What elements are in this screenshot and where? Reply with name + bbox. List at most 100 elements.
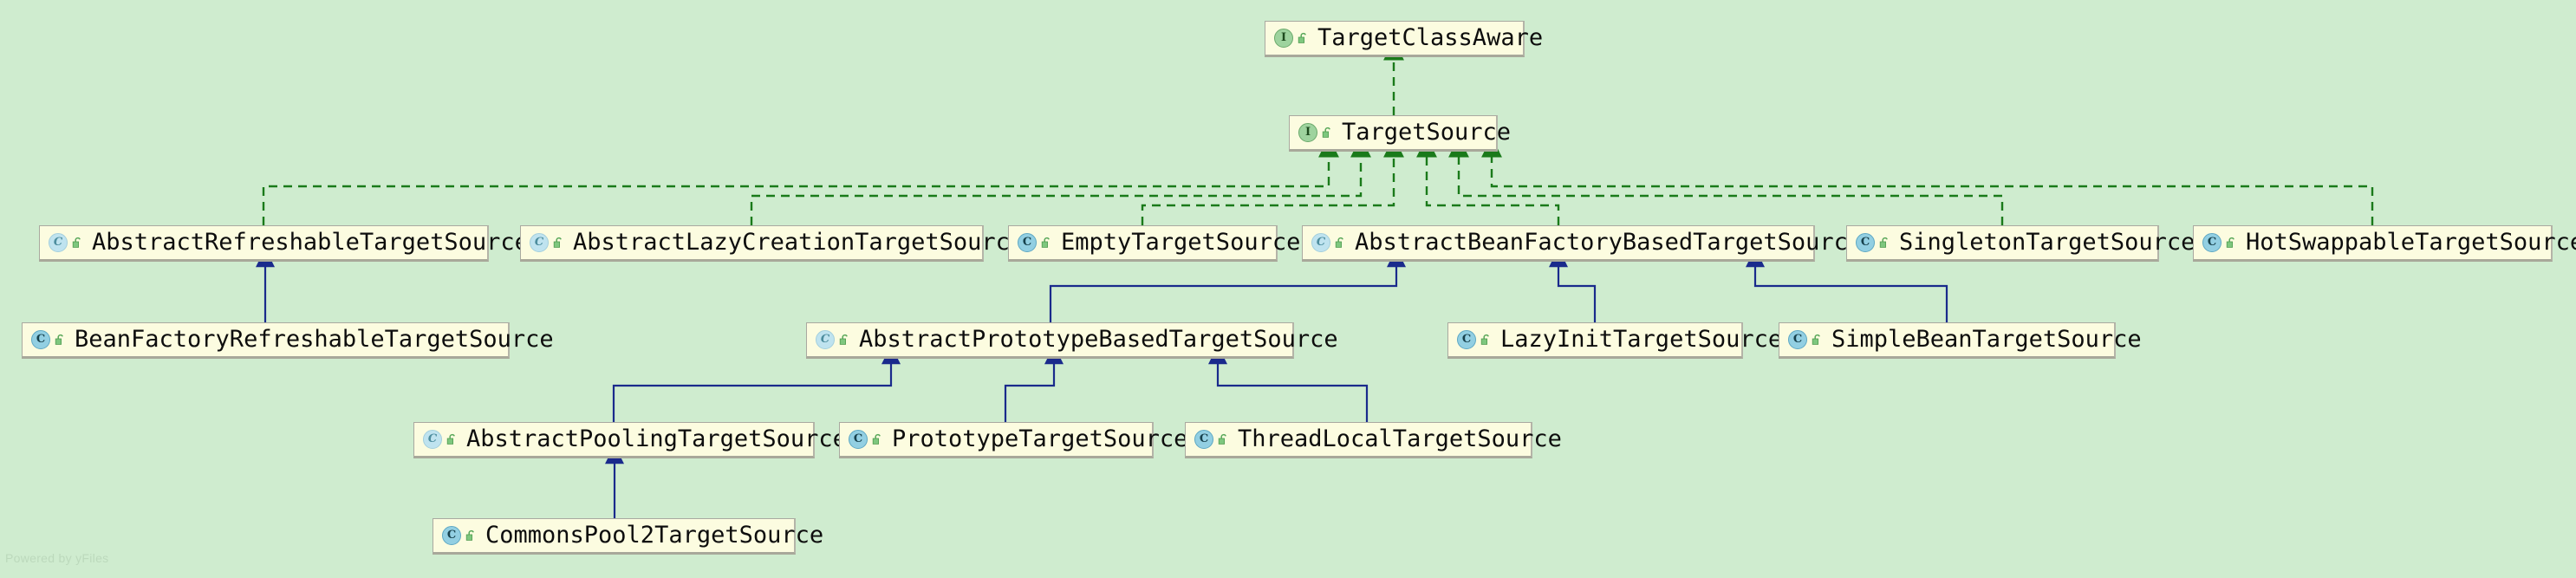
class-badge-icon: C bbox=[1457, 330, 1476, 349]
class-node-CommonsPool2TargetSource[interactable]: C CommonsPool2TargetSource bbox=[433, 518, 823, 555]
class-node-SimpleBeanTargetSource[interactable]: C SimpleBeanTargetSource bbox=[1779, 322, 2142, 359]
edge-implements-HotSwappableTargetSource-to-TargetSource bbox=[1481, 136, 2374, 225]
open-lock-icon bbox=[1812, 334, 1820, 345]
node-kind-letter: C bbox=[1316, 236, 1326, 249]
node-icons: C bbox=[49, 233, 83, 252]
class-node-AbstractPoolingTargetSource[interactable]: C AbstractPoolingTargetSource bbox=[413, 422, 847, 458]
node-kind-letter: C bbox=[446, 529, 457, 542]
open-lock-icon bbox=[1298, 32, 1306, 43]
node-kind-letter: C bbox=[820, 333, 830, 346]
open-lock-icon bbox=[1335, 237, 1343, 248]
node-icons: C bbox=[1788, 330, 1823, 349]
open-lock-icon bbox=[55, 334, 63, 345]
node-kind-letter: C bbox=[427, 432, 438, 445]
edge-extends-ThreadLocalTargetSource-to-AbstractPrototypeBasedTargetSource bbox=[1208, 345, 1369, 422]
class-node-label: PrototypeTargetSource bbox=[892, 425, 1188, 452]
node-icons: C bbox=[31, 330, 66, 349]
open-lock-icon bbox=[1879, 237, 1888, 248]
node-kind-letter: C bbox=[1461, 333, 1472, 346]
node-icons: C bbox=[816, 330, 850, 349]
class-node-AbstractLazyCreationTargetSource[interactable]: C AbstractLazyCreationTargetSource bbox=[520, 225, 1024, 262]
watermark-label: Powered by yFiles bbox=[5, 551, 109, 565]
class-node-SingletonTargetSource[interactable]: C SingletonTargetSource bbox=[1846, 225, 2195, 262]
class-badge-icon: C bbox=[31, 330, 50, 349]
edge-extends-SimpleBeanTargetSource-to-AbstractBeanFactoryBasedTargetSource bbox=[1746, 248, 1948, 322]
edge-extends-AbstractPoolingTargetSource-to-AbstractPrototypeBasedTargetSource bbox=[612, 345, 901, 422]
edge-extends-AbstractPrototypeBasedTargetSource-to-AbstractBeanFactoryBasedTargetSource bbox=[1049, 248, 1406, 322]
open-lock-icon bbox=[465, 529, 474, 541]
open-lock-icon bbox=[1480, 334, 1489, 345]
edge-implements-EmptyTargetSource-to-TargetSource bbox=[1141, 136, 1404, 225]
class-node-label: TargetClassAware bbox=[1317, 24, 1544, 51]
class-node-label: SingletonTargetSource bbox=[1899, 229, 2195, 256]
edge-implements-AbstractLazyCreationTargetSource-to-TargetSource bbox=[750, 136, 1371, 225]
class-node-label: ThreadLocalTargetSource bbox=[1238, 425, 1562, 452]
open-lock-icon bbox=[1041, 237, 1050, 248]
node-icons: C bbox=[1457, 330, 1492, 349]
class-badge-icon: C bbox=[2202, 233, 2221, 252]
abstract-class-badge-icon: C bbox=[816, 330, 835, 349]
open-lock-icon bbox=[2226, 237, 2234, 248]
class-node-label: BeanFactoryRefreshableTargetSource bbox=[75, 326, 554, 353]
edge-implements-SingletonTargetSource-to-TargetSource bbox=[1448, 136, 2004, 225]
node-icons: C bbox=[423, 430, 458, 449]
class-badge-icon: C bbox=[1856, 233, 1875, 252]
abstract-class-badge-icon: C bbox=[530, 233, 549, 252]
node-icons: I bbox=[1274, 29, 1309, 48]
interface-badge-icon: I bbox=[1274, 29, 1293, 48]
class-node-label: AbstractBeanFactoryBasedTargetSource bbox=[1355, 229, 1863, 256]
class-node-label: LazyInitTargetSource bbox=[1500, 326, 1783, 353]
edge-implements-AbstractBeanFactoryBasedTargetSource-to-TargetSource bbox=[1416, 136, 1560, 225]
class-node-ThreadLocalTargetSource[interactable]: C ThreadLocalTargetSource bbox=[1185, 422, 1562, 458]
class-node-label: AbstractPrototypeBasedTargetSource bbox=[859, 326, 1338, 353]
class-node-label: EmptyTargetSource bbox=[1061, 229, 1301, 256]
node-icons: C bbox=[849, 430, 883, 449]
class-node-label: AbstractRefreshableTargetSource bbox=[92, 229, 529, 256]
class-node-HotSwappableTargetSource[interactable]: C HotSwappableTargetSource bbox=[2193, 225, 2576, 262]
class-badge-icon: C bbox=[442, 526, 461, 545]
class-node-label: AbstractPoolingTargetSource bbox=[466, 425, 847, 452]
node-kind-letter: C bbox=[1022, 236, 1032, 249]
class-node-BeanFactoryRefreshableTargetSource[interactable]: C BeanFactoryRefreshableTargetSource bbox=[22, 322, 554, 359]
class-badge-icon: C bbox=[1788, 330, 1807, 349]
class-node-EmptyTargetSource[interactable]: C EmptyTargetSource bbox=[1008, 225, 1300, 262]
class-node-AbstractPrototypeBasedTargetSource[interactable]: C AbstractPrototypeBasedTargetSource bbox=[806, 322, 1338, 359]
class-node-TargetClassAware[interactable]: I TargetClassAware bbox=[1265, 21, 1543, 57]
class-node-label: SimpleBeanTargetSource bbox=[1831, 326, 2142, 353]
node-kind-letter: C bbox=[53, 236, 63, 249]
class-node-label: AbstractLazyCreationTargetSource bbox=[573, 229, 1025, 256]
open-lock-icon bbox=[1322, 127, 1330, 138]
class-node-AbstractRefreshableTargetSource[interactable]: C AbstractRefreshableTargetSource bbox=[39, 225, 529, 262]
class-node-PrototypeTargetSource[interactable]: C PrototypeTargetSource bbox=[839, 422, 1187, 458]
open-lock-icon bbox=[553, 237, 562, 248]
final-class-badge-icon: C bbox=[1018, 233, 1037, 252]
node-icons: C bbox=[1856, 233, 1890, 252]
node-kind-letter: C bbox=[36, 333, 46, 346]
class-node-AbstractBeanFactoryBasedTargetSource[interactable]: C AbstractBeanFactoryBasedTargetSource bbox=[1302, 225, 1862, 262]
open-lock-icon bbox=[1218, 433, 1226, 445]
class-node-LazyInitTargetSource[interactable]: C LazyInitTargetSource bbox=[1447, 322, 1782, 359]
node-icons: C bbox=[1311, 233, 1346, 252]
node-kind-letter: C bbox=[1199, 432, 1209, 445]
node-icons: C bbox=[2202, 233, 2237, 252]
edge-extends-PrototypeTargetSource-to-AbstractPrototypeBasedTargetSource bbox=[1004, 345, 1064, 422]
class-node-label: HotSwappableTargetSource bbox=[2246, 229, 2576, 256]
node-kind-letter: C bbox=[1792, 333, 1803, 346]
class-node-label: TargetSource bbox=[1342, 119, 1512, 146]
abstract-class-badge-icon: C bbox=[423, 430, 442, 449]
node-icons: C bbox=[1194, 430, 1229, 449]
node-kind-letter: C bbox=[853, 432, 863, 445]
edge-extends-LazyInitTargetSource-to-AbstractBeanFactoryBasedTargetSource bbox=[1549, 248, 1597, 322]
open-lock-icon bbox=[446, 433, 455, 445]
class-node-label: CommonsPool2TargetSource bbox=[485, 522, 824, 549]
class-badge-icon: C bbox=[1194, 430, 1213, 449]
node-kind-letter: C bbox=[534, 236, 544, 249]
abstract-class-badge-icon: C bbox=[49, 233, 68, 252]
node-kind-letter: C bbox=[2207, 236, 2217, 249]
node-kind-letter: I bbox=[1280, 31, 1287, 44]
node-icons: C bbox=[1018, 233, 1052, 252]
node-icons: C bbox=[442, 526, 477, 545]
